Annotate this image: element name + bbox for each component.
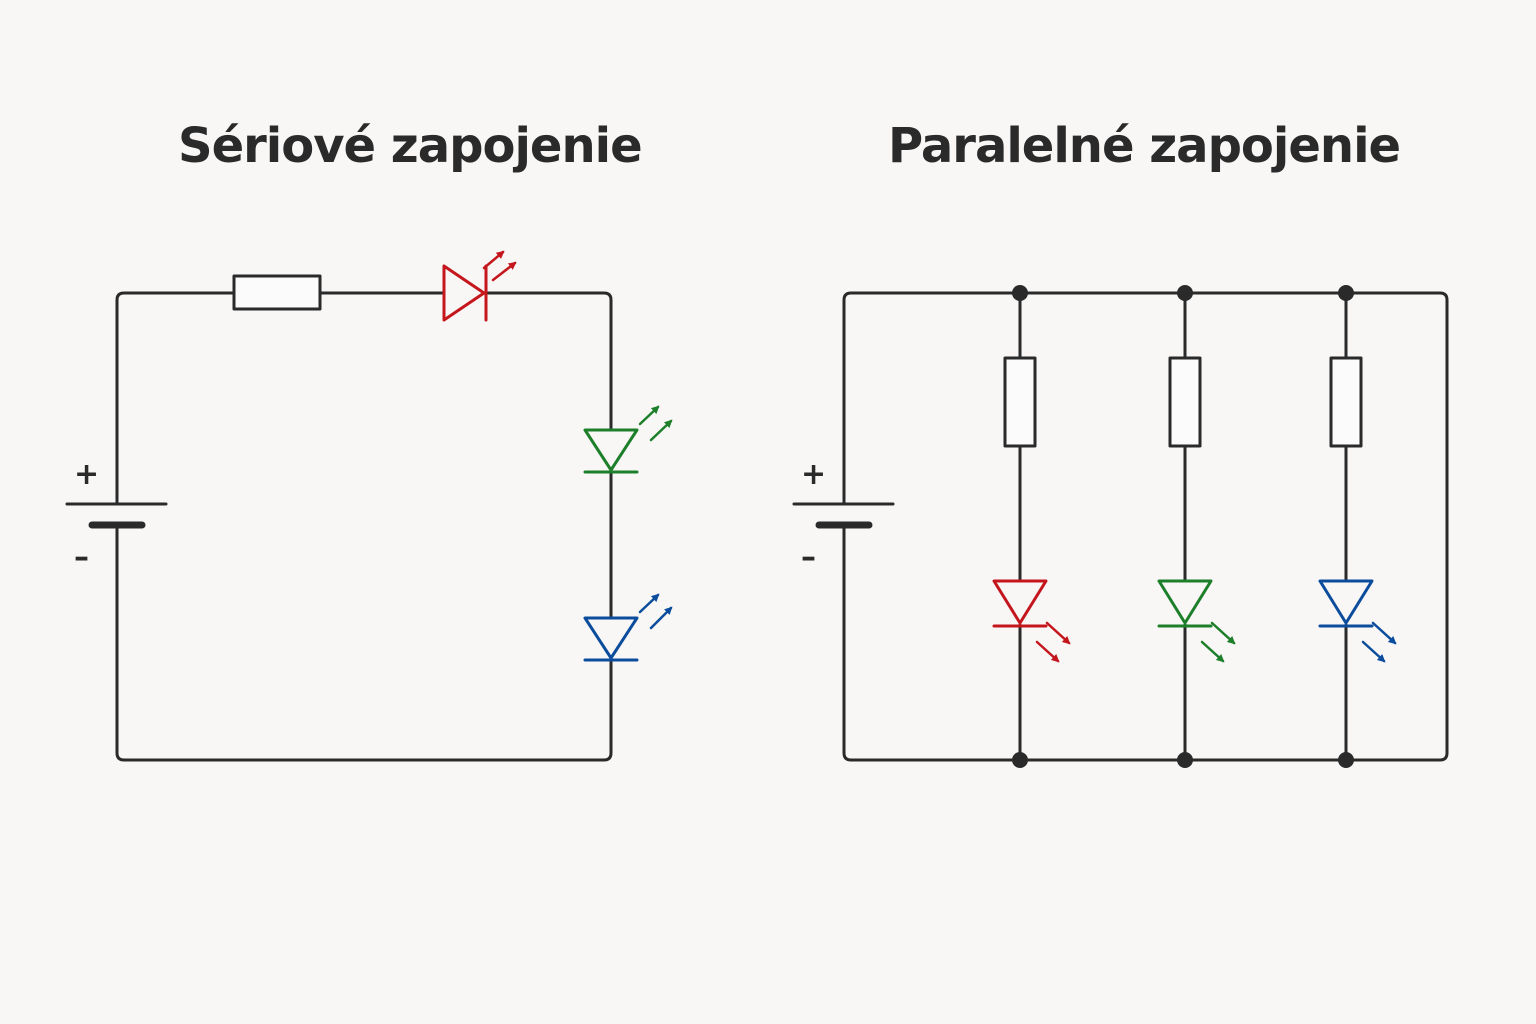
parallel-branch-green xyxy=(1157,285,1236,768)
parallel-branch-red xyxy=(992,285,1071,768)
series-circuit xyxy=(65,250,673,762)
parallel-resistor-3 xyxy=(1329,356,1363,448)
parallel-wire-loop xyxy=(842,291,1449,762)
parallel-resistor-1 xyxy=(1003,356,1037,448)
junction-dot xyxy=(1012,285,1028,301)
series-battery-minus-label: – xyxy=(74,540,89,575)
parallel-led-red xyxy=(992,579,1071,663)
parallel-battery xyxy=(792,502,895,529)
parallel-led-blue xyxy=(1318,579,1397,663)
parallel-battery-plus-label: + xyxy=(801,457,826,492)
series-battery-plus-label: + xyxy=(74,457,99,492)
series-led-blue xyxy=(583,593,673,662)
junction-dot xyxy=(1338,285,1354,301)
parallel-circuit xyxy=(792,285,1449,768)
parallel-led-green xyxy=(1157,579,1236,663)
parallel-branch-blue xyxy=(1318,285,1397,768)
series-led-red xyxy=(442,250,517,322)
junction-dot xyxy=(1338,752,1354,768)
parallel-circuit-title: Paralelné zapojenie xyxy=(888,118,1401,174)
series-wire xyxy=(115,291,613,762)
junction-dot xyxy=(1177,752,1193,768)
series-resistor xyxy=(232,274,322,311)
junction-dot xyxy=(1012,752,1028,768)
series-battery xyxy=(65,502,168,529)
series-led-green xyxy=(583,405,673,474)
parallel-resistor-2 xyxy=(1168,356,1202,448)
parallel-battery-minus-label: – xyxy=(801,540,816,575)
junction-dot xyxy=(1177,285,1193,301)
series-circuit-title: Sériové zapojenie xyxy=(178,118,643,174)
